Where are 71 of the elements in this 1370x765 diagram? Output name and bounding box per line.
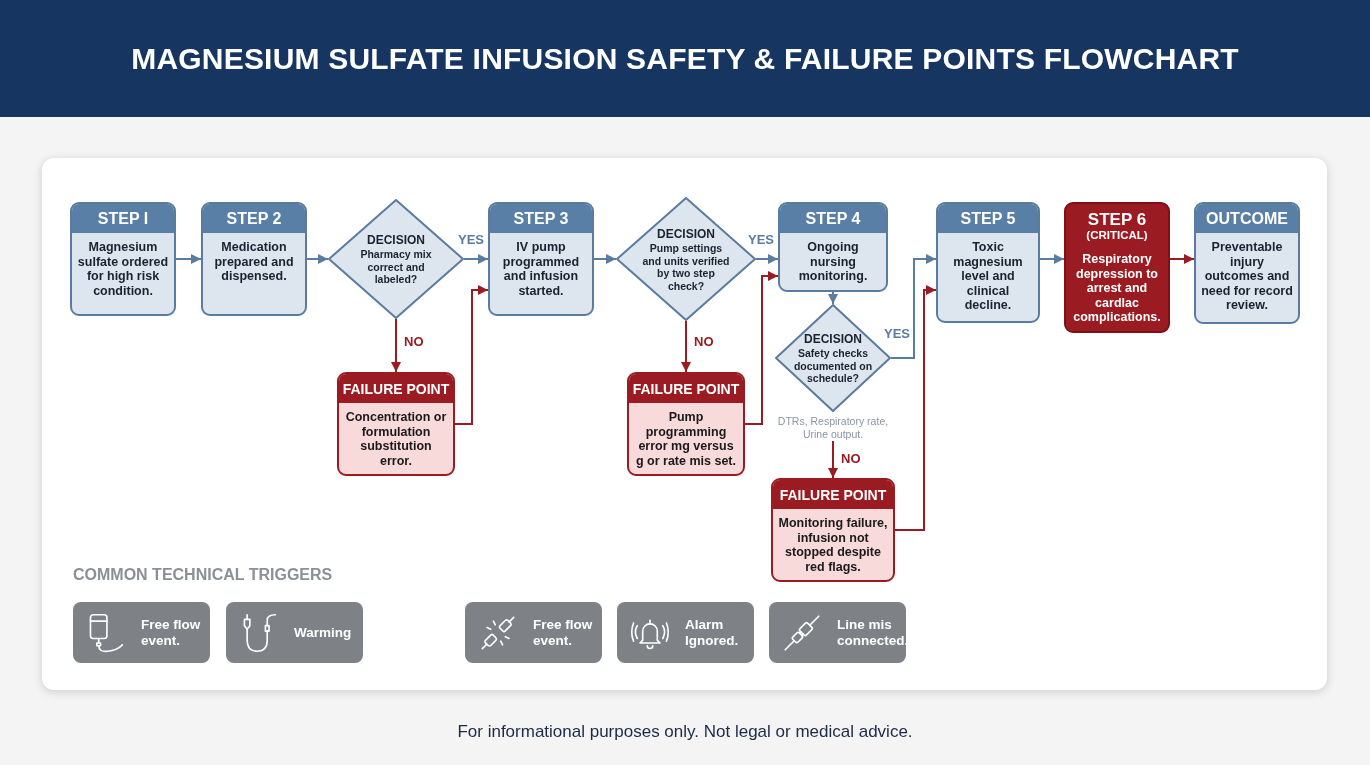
arrow: [828, 440, 838, 479]
critical-step-description: Respiratory depression to arrest and cardlac complications.: [1072, 251, 1162, 326]
arrow: [744, 271, 779, 425]
outcome-heading: OUTCOME: [1196, 204, 1298, 233]
step-box: [936, 202, 1040, 323]
failure-box: [627, 372, 745, 476]
decision-heading: DECISION: [366, 232, 426, 248]
trigger-label: Alarm Ignored.: [685, 616, 740, 649]
arrow: [593, 254, 617, 264]
arrow: [306, 254, 329, 264]
trigger-card: [769, 602, 906, 663]
step-box: [778, 202, 888, 292]
arrow: [681, 320, 691, 373]
trigger-label: Free flow event.: [533, 616, 594, 649]
outcome-description: Preventable injury outcomes and need for record review.: [1200, 239, 1294, 314]
failure-heading: FAILURE POINT: [629, 374, 743, 403]
step-description: Medication prepared and dispensed.: [213, 239, 295, 285]
edge-label: NO: [840, 451, 862, 466]
edge-label: NO: [693, 334, 715, 349]
diagram-title: MAGNESIUM SULFATE INFUSION SAFETY & FAILURE POINTS FLOWCHART: [131, 41, 1239, 76]
step-description: Magnesium sulfate ordered for high risk condition.: [76, 239, 170, 300]
step-description: Ongoing nursing monitoring.: [797, 239, 869, 285]
arrow: [463, 254, 489, 264]
arrow: [391, 318, 401, 373]
failure-heading: FAILURE POINT: [773, 480, 893, 509]
step-box: [488, 202, 594, 316]
annotation-text: DTRs, Respiratory rate, Urine output.: [776, 415, 890, 441]
critical-step-box: [1064, 202, 1170, 333]
step-heading: STEP 2: [203, 204, 305, 233]
arrow: [755, 254, 779, 264]
failure-description: Monitoring failure, infusion not stopped despite red flags.: [777, 515, 889, 576]
trigger-label: Free flow event.: [141, 616, 202, 649]
step-box: [70, 202, 176, 316]
decision-question: Pharmacy mix correct and labeled?: [359, 247, 433, 286]
failure-description: Concentration or formulation substitution error.: [344, 409, 448, 470]
edge-label: YES: [747, 232, 775, 247]
decision-heading: DECISION: [803, 331, 863, 347]
arrow: [894, 285, 937, 531]
trigger-card: [465, 602, 602, 663]
trigger-card: [617, 602, 754, 663]
critical-step-heading: STEP 6: [1086, 209, 1148, 229]
arrow: [175, 254, 202, 264]
failure-box: [771, 478, 895, 582]
step-heading: STEP 5: [938, 204, 1038, 233]
arrow: [454, 285, 489, 425]
step-description: IV pump programmed and infusion started.: [501, 239, 581, 300]
arrow: [1169, 254, 1195, 264]
decision-heading: DECISION: [656, 226, 716, 242]
trigger-card: [226, 602, 363, 663]
arrow: [828, 290, 838, 305]
step-heading: STEP 4: [780, 204, 886, 233]
failure-description: Pump programming error mg versus g or rate mis set.: [634, 409, 737, 470]
step-description: Toxic magnesium level and clinical decline.: [952, 239, 1024, 314]
decision-question: Pump settings and units verified by two step check?: [641, 241, 731, 292]
step-heading: STEP I: [72, 204, 174, 233]
trigger-card: [73, 602, 210, 663]
edge-label: NO: [403, 334, 425, 349]
failure-heading: FAILURE POINT: [339, 374, 453, 403]
step-heading: STEP 3: [490, 204, 592, 233]
outcome-box: [1194, 202, 1300, 324]
footer-disclaimer: For informational purposes only. Not legal or medical advice.: [456, 721, 914, 743]
decision-question: Safety checks documented on schedule?: [792, 346, 874, 385]
critical-tag: (CRITICAL): [1066, 229, 1168, 245]
edge-label: YES: [883, 326, 911, 341]
section-heading: COMMON TECHNICAL TRIGGERS: [73, 566, 333, 584]
edge-label: YES: [457, 232, 485, 247]
trigger-label: Warming: [294, 624, 352, 641]
arrow: [1039, 254, 1065, 264]
arrow: [890, 254, 937, 359]
step-box: [201, 202, 307, 316]
failure-box: [337, 372, 455, 476]
